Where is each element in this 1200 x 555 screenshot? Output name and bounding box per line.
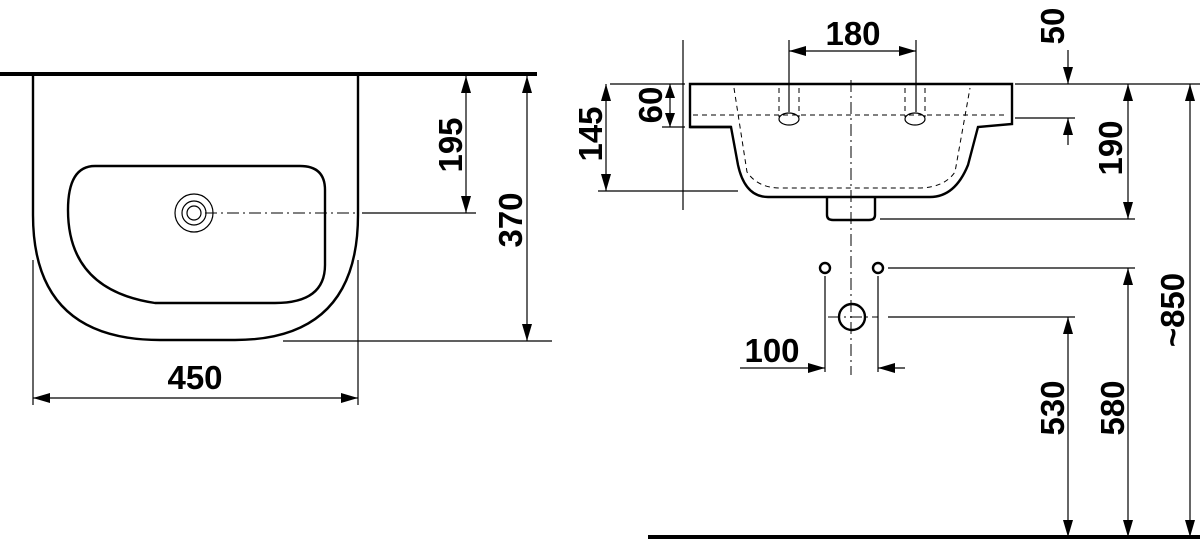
bowl-outline bbox=[66, 164, 327, 305]
bowl-inner-hidden bbox=[733, 87, 971, 189]
dimension-bowl-height: 145 bbox=[572, 84, 611, 191]
dim-label-450: 450 bbox=[167, 359, 222, 396]
dimension-rim-height: 60 bbox=[632, 84, 675, 127]
dim-label-100: 100 bbox=[744, 332, 799, 369]
dim-label-530: 530 bbox=[1034, 380, 1071, 435]
dim-label-370: 370 bbox=[492, 192, 529, 247]
drain-core-icon bbox=[186, 205, 202, 221]
tap-hole-left-icon bbox=[778, 112, 800, 126]
drain-inner-icon bbox=[181, 200, 207, 226]
side-view: 180 50 60 145 190 bbox=[572, 8, 1200, 539]
dimension-drain-distance: 195 bbox=[432, 76, 471, 213]
dimension-fixing-spacing: 100 bbox=[740, 332, 905, 373]
dim-label-180: 180 bbox=[825, 15, 880, 52]
dim-label-190: 190 bbox=[1092, 120, 1129, 175]
dimension-tap-spacing: 180 bbox=[789, 15, 916, 56]
dim-label-60: 60 bbox=[632, 87, 669, 124]
fixing-hole-right-icon bbox=[871, 261, 885, 275]
fixing-hole-left-icon bbox=[818, 261, 832, 275]
dimension-waste-height: 530 bbox=[1034, 317, 1073, 537]
dimension-width: 450 bbox=[33, 359, 358, 403]
tap-hole-right-icon bbox=[904, 112, 926, 126]
basin-outline bbox=[31, 76, 360, 342]
rim-outline bbox=[688, 82, 1014, 199]
top-view: 450 195 370 bbox=[0, 72, 552, 405]
dim-label-580: 580 bbox=[1094, 380, 1131, 435]
dimension-rim-floor-height: ~850 bbox=[1154, 84, 1195, 537]
dim-label-50: 50 bbox=[1034, 8, 1071, 45]
dimension-fixing-height: 580 bbox=[1094, 268, 1133, 537]
dim-label-195: 195 bbox=[432, 117, 469, 172]
dimension-rim-overhang: 50 bbox=[1034, 8, 1073, 145]
dim-label-145: 145 bbox=[572, 106, 609, 161]
dim-label-850: ~850 bbox=[1154, 273, 1191, 347]
dimension-total-height: 190 bbox=[1092, 84, 1133, 219]
dimension-depth: 370 bbox=[492, 76, 532, 341]
